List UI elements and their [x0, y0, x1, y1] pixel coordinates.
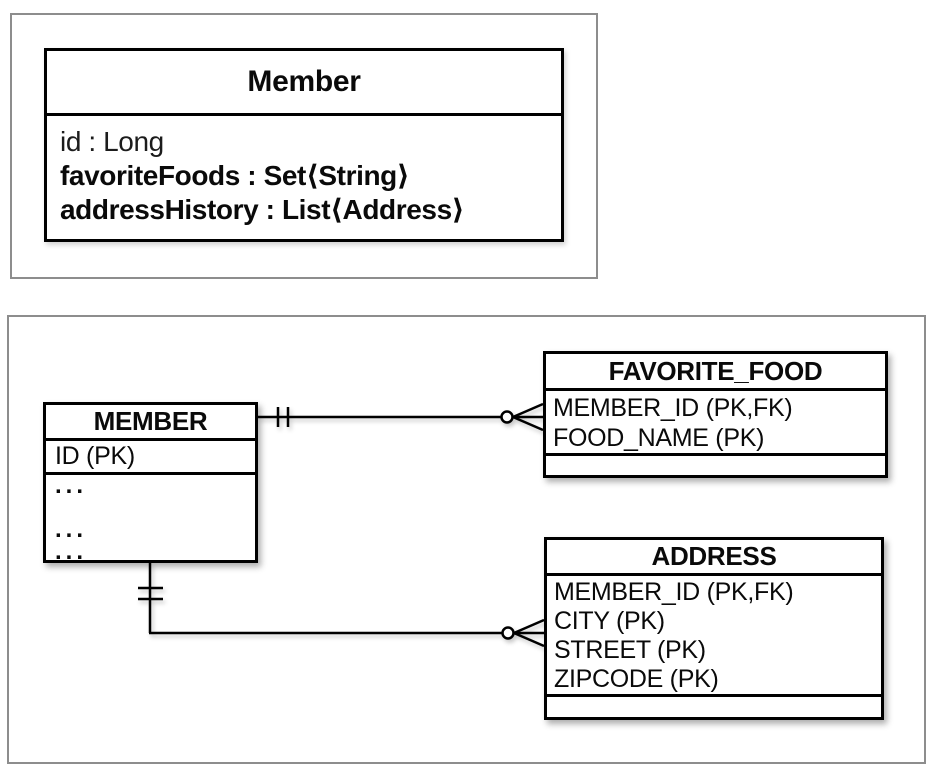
ellipsis-row: ...: [55, 516, 88, 543]
member-favoritefood-connector: [258, 402, 544, 432]
ellipsis-row: ...: [55, 472, 88, 499]
member-address-connector: [138, 563, 545, 648]
er-diagram-panel: MEMBER ID (PK) ... ... ... FAVORITE_FOOD…: [7, 315, 926, 764]
column-food-name: FOOD_NAME (PK): [553, 424, 765, 452]
crow-foot-many: [513, 618, 545, 648]
column-street: STREET (PK): [554, 636, 706, 664]
address-table: ADDRESS MEMBER_ID (PK,FK) CITY (PK) STRE…: [544, 537, 884, 720]
favorite-food-table-columns: MEMBER_ID (PK,FK) FOOD_NAME (PK): [546, 391, 885, 453]
column-city: CITY (PK): [554, 607, 665, 635]
column-zipcode: ZIPCODE (PK): [554, 665, 719, 693]
address-table-columns: MEMBER_ID (PK,FK) CITY (PK) STREET (PK) …: [547, 576, 881, 694]
column-member-id: MEMBER_ID (PK,FK): [554, 578, 794, 606]
address-table-title: ADDRESS: [547, 540, 881, 576]
favorite-food-table-title: FAVORITE_FOOD: [546, 354, 885, 391]
empty-row: [547, 694, 881, 717]
member-table-ellipsis-rows: ... ... ...: [46, 472, 255, 565]
empty-row: [546, 453, 885, 475]
member-class-box: Member id : Long favoriteFoods : Set⟨Str…: [44, 48, 564, 242]
member-table-title: MEMBER: [46, 405, 255, 441]
member-table-column-id: ID (PK): [46, 441, 255, 475]
class-attribute-favorite-foods: favoriteFoods : Set⟨String⟩: [60, 160, 410, 191]
class-attribute-address-history: addressHistory : List⟨Address⟩: [60, 194, 465, 225]
crow-foot-many: [512, 402, 544, 432]
class-name: Member: [47, 51, 561, 116]
ellipsis-row: ...: [55, 538, 88, 565]
class-attribute-id: id : Long: [60, 126, 164, 157]
uml-class-panel: Member id : Long favoriteFoods : Set⟨Str…: [10, 13, 598, 279]
member-table: MEMBER ID (PK) ... ... ...: [43, 402, 258, 565]
column-member-id: MEMBER_ID (PK,FK): [553, 394, 793, 422]
zero-cardinality-circle: [500, 410, 514, 424]
zero-cardinality-circle: [501, 626, 515, 640]
favorite-food-table: FAVORITE_FOOD MEMBER_ID (PK,FK) FOOD_NAM…: [543, 351, 888, 478]
class-attributes: id : Long favoriteFoods : Set⟨String⟩ ad…: [47, 116, 561, 227]
